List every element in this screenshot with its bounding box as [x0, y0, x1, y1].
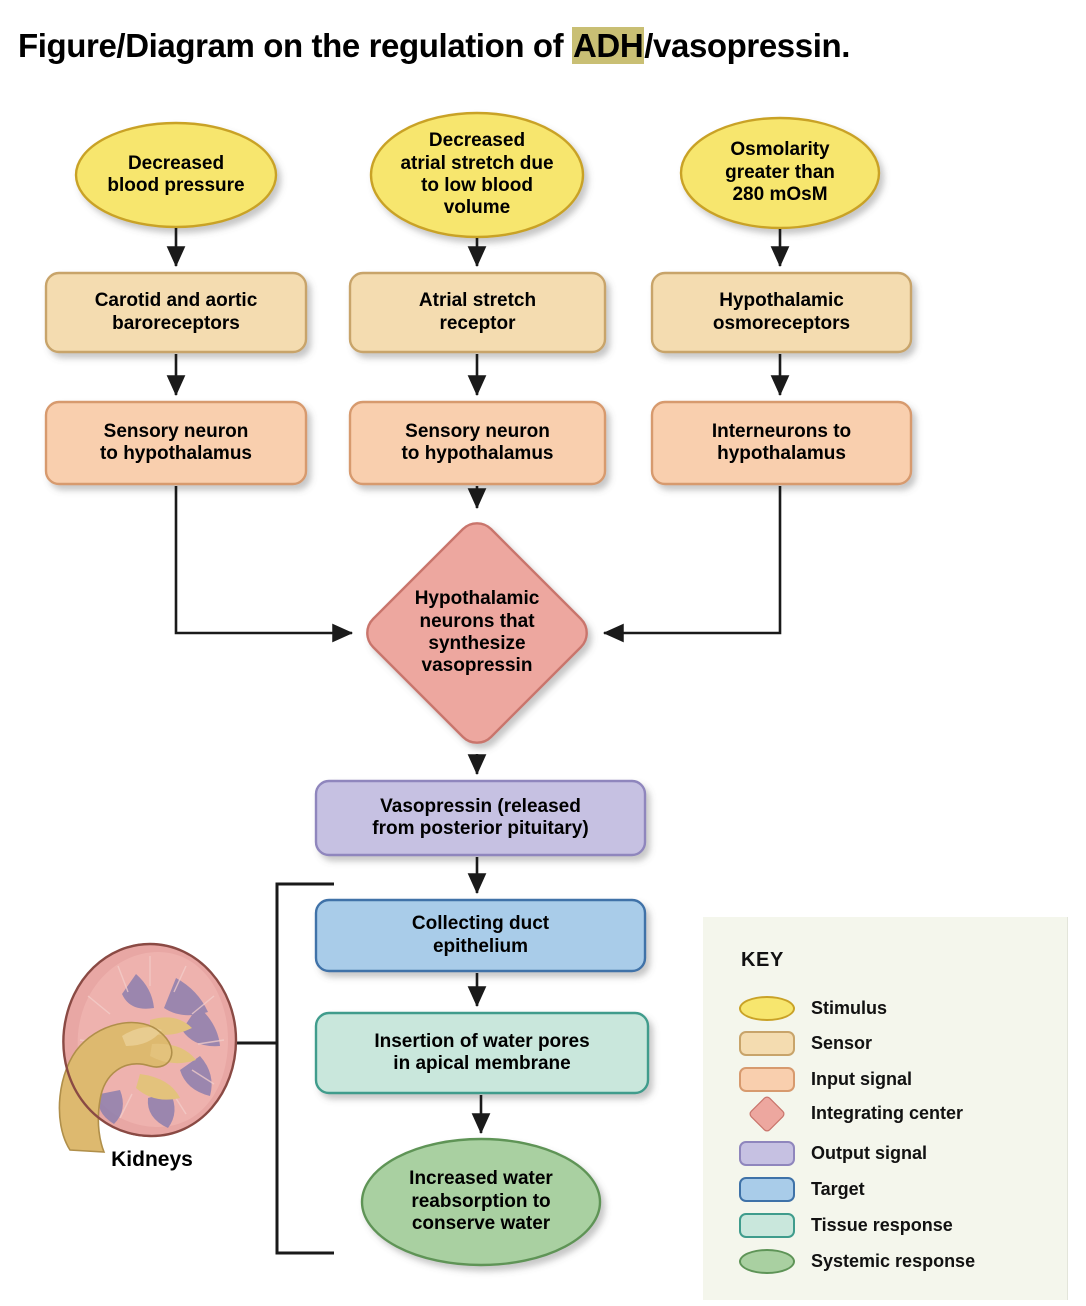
key-systemic-response: Systemic response	[739, 1246, 975, 1277]
title-text-before: Figure/Diagram on the regulation of	[18, 27, 572, 64]
key-integrating-center-swatch	[747, 1094, 787, 1133]
key-target-label: Target	[811, 1179, 865, 1199]
arrow-input3-to-integrating	[602, 486, 782, 643]
kidney-label: Kidneys	[111, 1148, 193, 1171]
key-output-signal-label: Output signal	[811, 1143, 927, 1163]
key-input-signal-swatch	[739, 1067, 795, 1092]
key-input-signal-label: Input signal	[811, 1069, 912, 1089]
key-sensor-swatch	[739, 1031, 795, 1056]
key-output-signal: Output signal	[739, 1138, 927, 1169]
input-interneurons-hypothalamus[interactable]	[650, 400, 913, 486]
stimulus-decreased-blood-pressure[interactable]	[74, 121, 278, 229]
title-highlight-adh: ADH	[571, 27, 645, 64]
tissue-insertion-water-pores[interactable]	[314, 1011, 650, 1095]
key-integrating-center: Integrating center	[739, 1094, 964, 1133]
key-title: KEY	[741, 949, 784, 971]
sensor-hypothalamic-osmoreceptors[interactable]	[650, 271, 913, 354]
sensor-atrial-stretch-receptor[interactable]	[348, 271, 607, 354]
systemic-increased-water-reabsorption[interactable]	[360, 1137, 602, 1267]
kidney-illustration	[58, 942, 238, 1153]
stimulus-osmolarity[interactable]	[679, 116, 881, 230]
output-vasopressin-released[interactable]	[314, 779, 647, 857]
key-tissue-response-label: Tissue response	[811, 1215, 953, 1235]
target-collecting-duct-epithelium[interactable]	[314, 898, 647, 973]
key-target: Target	[739, 1174, 865, 1205]
key-input-signal: Input signal	[739, 1064, 912, 1095]
key-systemic-response-swatch	[739, 1249, 795, 1274]
key-sensor-label: Sensor	[811, 1033, 873, 1053]
input-sensory-neuron-hypothalamus-1[interactable]	[44, 400, 308, 486]
sensor-carotid-aortic-baroreceptors[interactable]	[44, 271, 308, 354]
key-tissue-response-swatch	[739, 1213, 795, 1238]
integrating-center-hypothalamic-neurons[interactable]	[359, 515, 595, 751]
arrow-input1-to-integrating	[174, 486, 354, 643]
key-target-swatch	[739, 1177, 795, 1202]
key-stimulus-swatch	[739, 996, 795, 1021]
key-integrating-center-label: Integrating center	[811, 1103, 964, 1123]
key-output-signal-swatch	[739, 1141, 795, 1166]
key-sensor: Sensor	[739, 1028, 872, 1059]
key-stimulus: Stimulus	[739, 993, 887, 1024]
kidney-bracket	[275, 882, 334, 1255]
stimulus-decreased-atrial-stretch[interactable]	[369, 111, 585, 239]
input-sensory-neuron-hypothalamus-2[interactable]	[348, 400, 607, 486]
title-text-after: /vasopressin.	[644, 27, 851, 64]
key-tissue-response: Tissue response	[739, 1210, 953, 1241]
key-systemic-response-label: Systemic response	[811, 1251, 976, 1271]
page-title: Figure/Diagram on the regulation of ADH/…	[18, 18, 1068, 74]
key-stimulus-label: Stimulus	[811, 998, 888, 1018]
